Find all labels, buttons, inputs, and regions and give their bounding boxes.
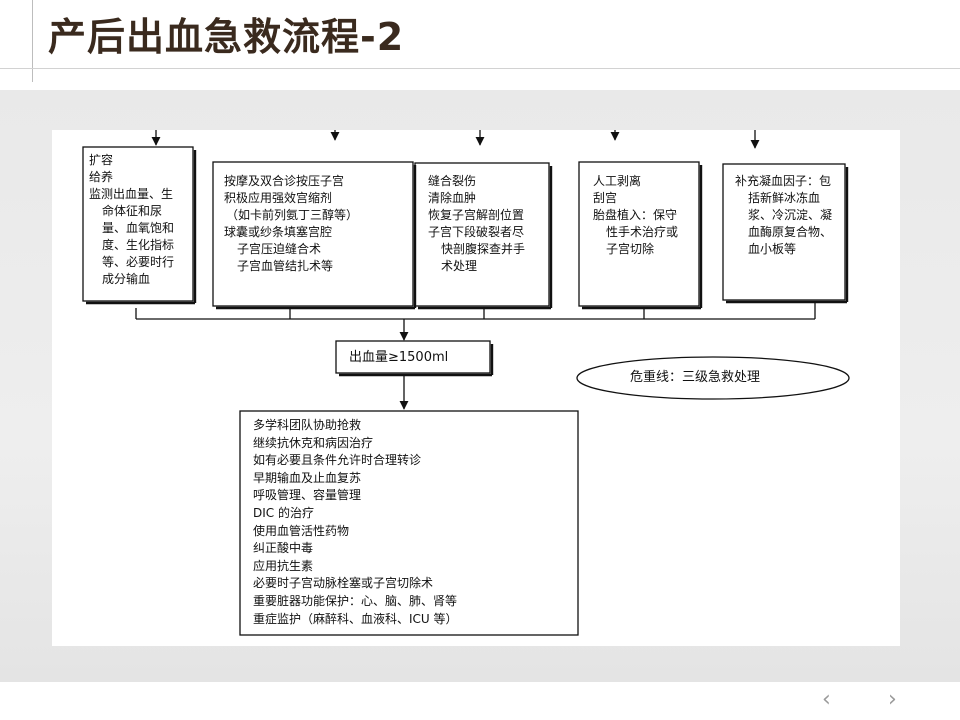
prev-slide-button[interactable]: ‹ xyxy=(822,687,831,712)
box-coagulation: 补充凝血因子：包 括新鲜冰冻血 浆、冷沉淀、凝 血酶原复合物、 血小板等 xyxy=(735,173,832,258)
measures-item: 早期输血及止血复苏 xyxy=(253,470,362,485)
box-placenta-line: 性手术治疗或 xyxy=(606,225,679,239)
title-divider-vertical xyxy=(32,0,33,82)
measures-item: 如有必要且条件允许时合理转诊 xyxy=(253,453,422,468)
box-volume-line: 等、必要时行 xyxy=(102,255,175,269)
measures-item: 重症监护（麻醉科、血液科、ICU 等） xyxy=(253,611,458,626)
box-coagulation-frame xyxy=(722,163,846,301)
measures-item: 多学科团队协助抢救 xyxy=(253,418,362,432)
box-coagulation-line: 括新鲜冰冻血 xyxy=(748,191,821,205)
box-coagulation-line: 补充凝血因子：包 xyxy=(735,174,832,188)
critical-line-ellipse xyxy=(576,356,850,400)
flowchart-figure: 扩容 给养 监测出血量、生 命体征和尿 量、血氧饱和 度、生化指标 等、必要时行… xyxy=(52,130,900,646)
measures-item: 必要时子宫动脉栓塞或子宫切除术 xyxy=(253,576,434,591)
flowchart-connectors xyxy=(82,130,850,636)
box-placenta-line: 胎盘植入：保守 xyxy=(593,208,678,222)
measures-item: 使用血管活性药物 xyxy=(253,523,350,538)
box-uterine-line: 积极应用强效宫缩剂 xyxy=(224,191,333,205)
box-coagulation-line: 血酶原复合物、 xyxy=(748,225,833,239)
measures-box: 多学科团队协助抢救 继续抗休克和病因治疗 如有必要且条件允许时合理转诊 早期输血… xyxy=(253,417,458,628)
box-placenta-line: 人工剥离 xyxy=(593,174,642,188)
measures-item: 纠正酸中毒 xyxy=(253,541,314,556)
threshold-box: 出血量≥1500ml xyxy=(349,350,449,365)
measures-item: 重要脏器功能保护：心、脑、肺、肾等 xyxy=(253,593,458,608)
box-volume-line: 命体征和尿 xyxy=(102,204,163,218)
box-coagulation-line: 血小板等 xyxy=(748,242,797,256)
box-volume-line: 度、生化指标 xyxy=(102,238,175,252)
box-volume: 扩容 给养 监测出血量、生 命体征和尿 量、血氧饱和 度、生化指标 等、必要时行… xyxy=(89,152,174,288)
box-volume-frame xyxy=(82,146,194,302)
box-volume-line: 扩容 xyxy=(89,153,114,167)
flowchart-boxes xyxy=(82,146,850,636)
box-placenta: 人工剥离 刮宫 胎盘植入：保守 性手术治疗或 子宫切除 xyxy=(593,173,678,258)
box-measures-frame xyxy=(239,410,579,636)
box-laceration-line: 缝合裂伤 xyxy=(428,174,477,188)
box-uterine-line: 子宫压迫缝合术 xyxy=(237,242,322,256)
box-placenta-line: 刮宫 xyxy=(593,191,618,205)
box-laceration-line: 恢复子宫解剖位置 xyxy=(428,208,525,222)
box-volume-line: 监测出血量、生 xyxy=(89,187,174,201)
box-laceration-line: 术处理 xyxy=(441,259,478,273)
next-slide-button[interactable]: › xyxy=(888,687,897,712)
box-laceration-line: 子宫下段破裂者尽 xyxy=(428,225,525,239)
box-laceration-line: 快剖腹探查并手 xyxy=(441,242,526,256)
box-volume-line: 成分输血 xyxy=(102,272,151,286)
box-laceration-frame xyxy=(414,162,550,307)
measures-item: 呼吸管理、容量管理 xyxy=(253,488,362,503)
measures-item: 应用抗生素 xyxy=(253,558,314,573)
box-uterine-line: （如卡前列氨丁三醇等） xyxy=(226,208,359,222)
box-coagulation-line: 浆、冷沉淀、凝 xyxy=(748,208,833,222)
slide-title: 产后出血急救流程-2 xyxy=(48,15,405,59)
box-uterine: 按摩及双合诊按压子宫 积极应用强效宫缩剂 （如卡前列氨丁三醇等） 球囊或纱条填塞… xyxy=(224,173,358,275)
box-threshold-frame xyxy=(335,340,491,374)
box-laceration-line: 清除血肿 xyxy=(428,191,477,205)
box-laceration: 缝合裂伤 清除血肿 恢复子宫解剖位置 子宫下段破裂者尽 快剖腹探查并手 术处理 xyxy=(428,173,525,275)
box-uterine-line: 子宫血管结扎术等 xyxy=(237,259,334,273)
box-placenta-line: 子宫切除 xyxy=(606,242,655,256)
box-volume-line: 量、血氧饱和 xyxy=(102,221,175,235)
box-uterine-frame xyxy=(212,161,414,307)
box-placenta-frame xyxy=(578,161,700,307)
box-uterine-line: 按摩及双合诊按压子宫 xyxy=(224,174,345,188)
critical-line-label: 危重线：三级急救处理 xyxy=(630,370,761,385)
title-divider-horizontal xyxy=(0,68,960,69)
box-uterine-line: 球囊或纱条填塞宫腔 xyxy=(224,225,333,239)
measures-item: DIC 的治疗 xyxy=(253,505,314,520)
box-volume-line: 给养 xyxy=(89,170,114,184)
measures-item: 继续抗休克和病因治疗 xyxy=(253,435,374,450)
